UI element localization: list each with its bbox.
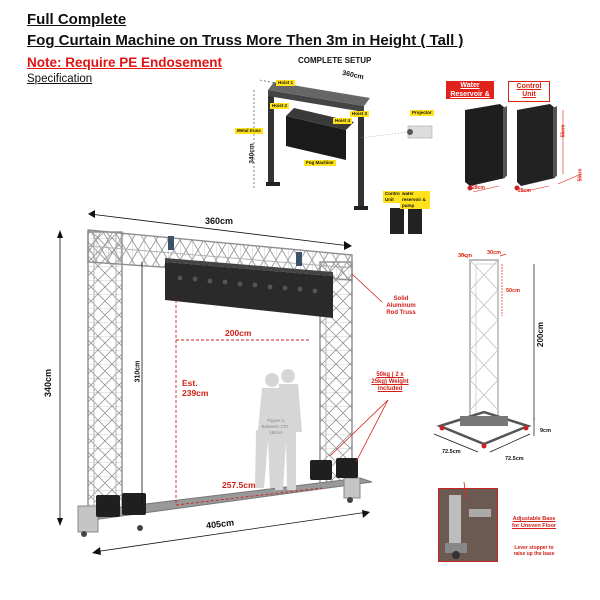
label-control-unit: Control Unit: [383, 191, 403, 203]
pe-note: Note: Require PE Endosement: [27, 55, 223, 70]
complete-setup-illustration: [253, 79, 433, 234]
label-metal-truss: Metal truss: [235, 128, 263, 134]
truss-note: Solid Aluminum Rod Truss: [386, 296, 416, 316]
unit-dim-2: 28cm: [518, 188, 531, 194]
title-line-2: Fog Curtain Machine on Truss More Then 3…: [27, 32, 464, 49]
label-hoist-2: Hoist 2: [270, 103, 290, 109]
complete-setup-title: COMPLETE SETUP: [298, 56, 372, 65]
base-detail-note: Lever stopper to raise up the base: [513, 545, 555, 557]
curtain-width-dim: 200cm: [225, 328, 252, 338]
base-detail-arrow: [463, 481, 467, 499]
main-height-dim: 340cm: [43, 368, 54, 398]
tower-base-dim-a: 72.5cm: [442, 449, 461, 455]
tower-height-dim: 200cm: [535, 322, 545, 347]
tower-illustration: [433, 253, 535, 453]
label-water-reservoir: water reservoir & pump: [400, 191, 430, 209]
base-detail-title: Adjustable Base for Uneven Floor: [511, 516, 556, 529]
inner-height-dim: 310cm: [134, 360, 142, 383]
est-value: 239cm: [182, 388, 209, 398]
tower-base-dim-b: 72.5cm: [505, 456, 524, 462]
label-fog-machine: Fog Machine: [304, 160, 336, 166]
unit-dim-1: 28cm: [472, 185, 485, 191]
specification-label: Specification: [27, 73, 93, 85]
label-projector: Projector: [410, 110, 434, 116]
weight-note: 50kg ( 2 x 25kg) Weight included: [371, 372, 409, 392]
tower-top-dim-b: 30cm: [487, 250, 502, 256]
main-width-dim: 360cm: [205, 216, 234, 226]
label-hoist-3: Hoist 3: [350, 111, 370, 117]
label-hoist-1: Hoist 1: [276, 80, 296, 86]
title-line-1: Full Complete: [27, 11, 127, 28]
tower-top-dim-a: 30cm: [458, 253, 473, 259]
units-illustration: [465, 104, 582, 193]
tower-segment-dim: 50cm: [506, 288, 521, 294]
base-detail-photo: [438, 488, 498, 562]
tower-base-height-dim: 9cm: [540, 428, 552, 434]
ground-span-dim: 257.5cm: [222, 480, 256, 490]
label-hoist-4: Hoist 4: [333, 118, 353, 124]
control-unit-heading: Control Unit: [508, 81, 550, 102]
figure-note: Figure is Between 170 - 180cm: [261, 418, 291, 435]
est-label: Est.: [182, 378, 198, 388]
reservoir-heading: Water Reservoir & Pump: [446, 81, 494, 107]
